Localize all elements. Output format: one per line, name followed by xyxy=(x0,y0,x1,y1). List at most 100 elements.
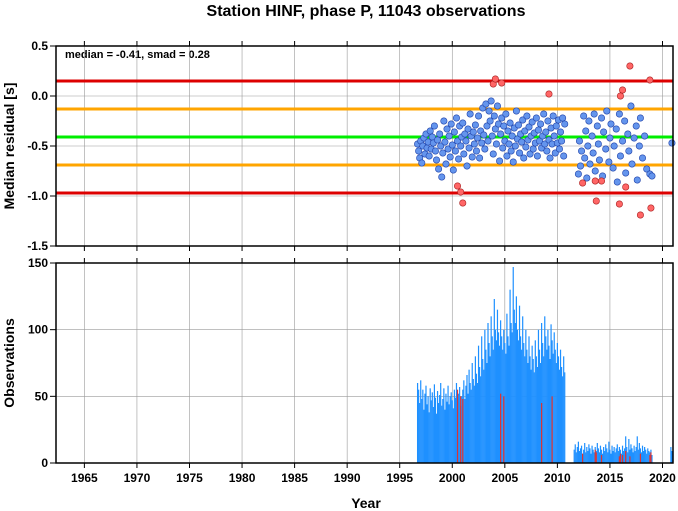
count-bar xyxy=(425,385,427,463)
residual-point xyxy=(488,132,496,140)
residual-point xyxy=(550,132,558,140)
residual-point xyxy=(463,162,471,170)
residual-point xyxy=(459,119,467,127)
residual-point xyxy=(487,97,495,105)
count-bar xyxy=(625,451,627,463)
count-bar xyxy=(613,447,615,463)
count-bar xyxy=(611,445,613,463)
residual-point xyxy=(533,152,541,160)
count-bar xyxy=(419,403,421,463)
count-bar xyxy=(644,447,646,463)
residual-point xyxy=(521,127,529,135)
count-bar xyxy=(557,356,560,463)
residual-point xyxy=(425,152,433,160)
residual-point xyxy=(540,110,548,118)
count-bar xyxy=(636,436,638,463)
count-bar xyxy=(522,316,524,463)
count-bar xyxy=(641,445,644,463)
residual-point xyxy=(451,147,459,155)
count-bar xyxy=(546,349,548,463)
residual-point xyxy=(502,110,510,118)
residual-point xyxy=(551,149,559,157)
count-bar xyxy=(472,379,474,463)
count-bar xyxy=(598,452,601,463)
count-bar xyxy=(524,356,526,463)
residual-point xyxy=(580,112,588,120)
count-bar xyxy=(590,453,592,463)
residual-point xyxy=(532,114,540,122)
residual-point xyxy=(496,157,504,165)
y-tick-label: 0 xyxy=(41,456,48,470)
count-bar xyxy=(628,439,630,463)
residual-point xyxy=(586,160,594,168)
residual-point xyxy=(441,138,449,146)
residual-point xyxy=(561,120,569,128)
count-bar xyxy=(639,453,642,463)
count-bar xyxy=(630,444,632,463)
residual-point xyxy=(454,182,462,190)
count-bar xyxy=(584,443,586,463)
residual-point xyxy=(627,102,635,110)
count-bar xyxy=(559,349,562,463)
residual-point xyxy=(475,112,483,120)
count-bar xyxy=(638,443,640,463)
count-bar xyxy=(606,448,608,463)
residual-point xyxy=(491,125,499,133)
count-bar xyxy=(609,449,611,463)
residual-point xyxy=(498,114,506,122)
count-bar xyxy=(553,332,555,463)
count-bar xyxy=(430,400,432,463)
count-bar xyxy=(440,383,442,463)
residual-point xyxy=(635,142,643,150)
x-axis-label: Year xyxy=(351,495,381,511)
count-bar xyxy=(446,401,448,463)
residual-point xyxy=(518,138,526,146)
residual-point xyxy=(489,150,497,158)
count-bar xyxy=(619,453,622,463)
residual-point xyxy=(491,75,499,83)
count-bar xyxy=(487,323,489,463)
residual-point xyxy=(625,147,633,155)
residual-point xyxy=(460,150,468,158)
count-bar xyxy=(504,343,506,463)
count-bar xyxy=(583,449,585,463)
count-bar xyxy=(536,367,539,463)
count-bar xyxy=(448,404,450,463)
residual-point xyxy=(552,122,560,130)
count-bar xyxy=(552,353,554,463)
residual-point xyxy=(470,140,478,148)
residual-point xyxy=(439,149,447,157)
count-bar xyxy=(488,343,490,463)
count-bar xyxy=(548,345,550,463)
count-bar xyxy=(545,336,547,463)
residual-point xyxy=(473,134,481,142)
count-bar xyxy=(496,309,499,463)
residual-point xyxy=(628,160,636,168)
residual-point xyxy=(603,107,611,115)
count-bar xyxy=(600,455,603,463)
residual-point xyxy=(549,112,557,120)
residual-point xyxy=(481,145,489,153)
count-bar xyxy=(618,447,620,463)
count-bar xyxy=(467,393,469,463)
residual-point xyxy=(544,117,552,125)
count-bar xyxy=(456,389,459,463)
residual-point xyxy=(506,119,514,127)
count-bar xyxy=(517,340,520,463)
count-bar xyxy=(510,323,512,463)
x-tick-label: 2020 xyxy=(649,471,676,485)
residual-point xyxy=(584,142,592,150)
residual-point xyxy=(559,114,567,122)
count-bar xyxy=(617,451,619,463)
residual-point xyxy=(509,158,517,166)
residual-point xyxy=(639,154,647,162)
residual-point xyxy=(622,183,630,191)
residual-point xyxy=(595,156,603,164)
count-bar xyxy=(518,305,521,463)
residual-point xyxy=(440,117,448,125)
count-bar xyxy=(473,385,475,463)
residual-point xyxy=(619,137,627,145)
count-bar xyxy=(612,451,614,463)
count-bar xyxy=(554,349,556,463)
residual-point xyxy=(436,130,444,138)
